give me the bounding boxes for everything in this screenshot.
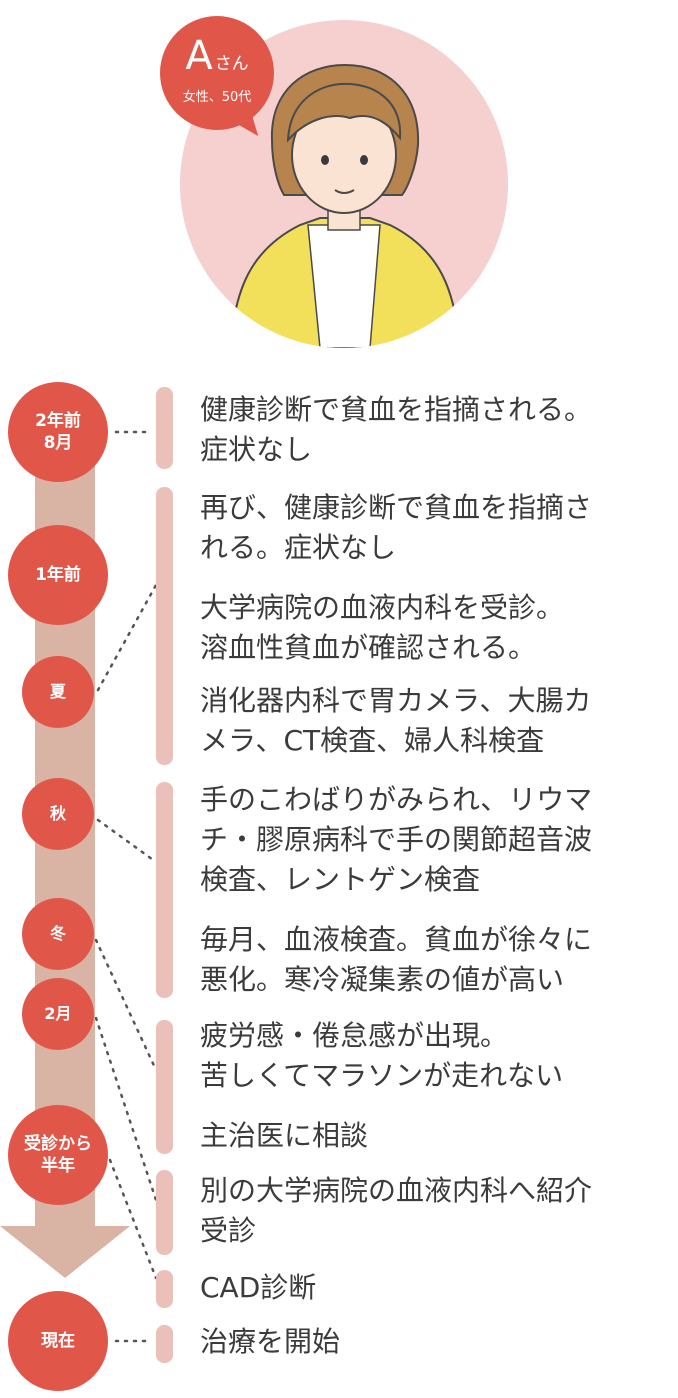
timeline-arrow-head [0, 1226, 130, 1278]
node-february-label: 2月 [44, 1003, 72, 1023]
node-summer-label: 夏 [49, 681, 66, 701]
connector-summer [96, 583, 158, 692]
bar-1 [156, 387, 173, 469]
node-winter-label: 冬 [49, 923, 66, 943]
node-february: 2月 [22, 978, 94, 1050]
node-one-year-ago-label: 1年前 [35, 564, 81, 585]
event-text-2: 再び、健康診断で貧血を指摘さ れる。症状なし [200, 491, 593, 564]
node-half-year: 受診から 半年 [8, 1105, 108, 1205]
event-text-9: 別の大学病院の血液内科へ紹介 受診 [200, 1174, 593, 1247]
connector-winter [94, 938, 158, 1072]
node-half-year-label: 受診から 半年 [24, 1133, 92, 1176]
event-text-7: 疲労感・倦怠感が出現。 苦しくてマラソンが走れない [200, 1019, 564, 1092]
bar-2 [156, 487, 173, 765]
bar-3 [156, 782, 173, 998]
event-text-1: 健康診断で貧血を指摘される。 症状なし [200, 393, 593, 466]
connector-autumn [96, 818, 158, 864]
bar-5 [156, 1170, 173, 1255]
node-summer: 夏 [22, 656, 94, 728]
bar-4 [156, 1020, 173, 1154]
event-text-3: 大学病院の血液内科を受診。 溶血性貧血が確認される。 [200, 591, 565, 664]
event-text-8: 主治医に相談 [200, 1119, 369, 1152]
bar-6 [156, 1270, 173, 1308]
event-text-4: 消化器内科で胃カメラ、大腸カ メラ、CT検査、婦人科検査 [200, 684, 592, 757]
node-autumn: 秋 [22, 778, 94, 850]
profile-description: 女性、50代 [182, 90, 252, 105]
event-text-6: 毎月、血液検査。貧血が徐々に 悪化。寒冷凝集素の値が高い [200, 923, 593, 996]
node-two-years-ago-label: 2年前 8月 [35, 410, 81, 453]
event-text-11: 治療を開始 [200, 1325, 341, 1358]
connector-feb [94, 1016, 158, 1202]
name-letter: A [185, 33, 213, 79]
portrait-circle [180, 20, 508, 348]
node-two-years-ago: 2年前 8月 [8, 382, 108, 482]
bar-7 [156, 1325, 173, 1363]
node-now-label: 現在 [41, 1330, 75, 1351]
event-text-10: CAD診断 [200, 1271, 317, 1304]
node-now: 現在 [8, 1291, 108, 1391]
node-winter: 冬 [22, 898, 94, 970]
name-suffix: さん [214, 54, 249, 74]
event-text-5: 手のこわばりがみられ、リウマ チ・膠原病科で手の関節超音波 検査、レントゲン検査 [200, 783, 593, 896]
node-autumn-label: 秋 [49, 803, 66, 823]
woman-illustration [228, 63, 462, 348]
node-one-year-ago: 1年前 [8, 525, 108, 625]
